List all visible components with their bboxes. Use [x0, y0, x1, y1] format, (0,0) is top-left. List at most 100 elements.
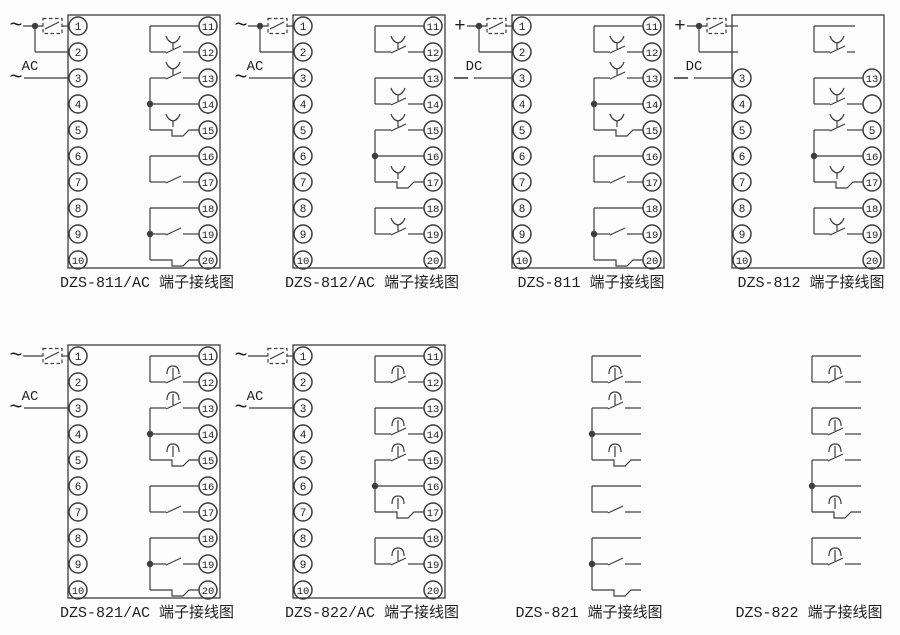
contact-group-3: [371, 113, 424, 189]
terminal-number: 17: [866, 178, 879, 190]
terminal-circle: [512, 94, 532, 114]
test-button-dashed-box: [267, 347, 288, 365]
delay-symbol-cup: [609, 35, 625, 44]
terminal-number: 4: [75, 430, 82, 442]
contact-group-4: [146, 537, 199, 597]
terminal-1: 1: [68, 346, 88, 366]
contact-blade: [609, 227, 626, 236]
terminal-number: 5: [869, 126, 876, 138]
terminal-circle: [68, 450, 88, 470]
terminal-circle: [862, 250, 882, 270]
terminal-17: 17: [198, 172, 218, 192]
terminal-16: 16: [198, 476, 218, 496]
delay-symbol-cap: [608, 443, 622, 453]
terminal-number: 16: [866, 152, 879, 164]
contact-group-1: [593, 25, 643, 54]
terminal-5: 5: [862, 120, 882, 140]
terminal-number: 20: [202, 256, 215, 268]
contact-nc-blade: [592, 459, 641, 467]
contact-group-4: [590, 207, 643, 267]
terminal-circle: [423, 580, 443, 600]
contact-blade: [607, 557, 624, 566]
terminal-3: 3: [512, 68, 532, 88]
terminal-14: 14: [642, 94, 662, 114]
terminal-6: 6: [512, 146, 532, 166]
terminal-circle: [293, 476, 313, 496]
terminal-number: 17: [202, 508, 215, 520]
terminal-circle: [68, 250, 88, 270]
terminal-circle: [732, 146, 752, 166]
terminal-number: 19: [427, 230, 440, 242]
terminal-circle: [293, 146, 313, 166]
terminal-11: 11: [423, 346, 443, 366]
terminal-number: 1: [300, 352, 307, 364]
terminal-14: 14: [423, 424, 443, 444]
terminal-number: 3: [300, 74, 307, 86]
delay-symbol-cap: [828, 443, 842, 453]
terminal-circle: [293, 372, 313, 392]
terminal-number: 11: [202, 22, 215, 34]
terminal-7: 7: [293, 502, 313, 522]
terminal-number: 8: [300, 534, 307, 546]
contact-blade: [609, 71, 626, 80]
terminal-20: 20: [642, 250, 662, 270]
contact-blade: [829, 227, 846, 236]
contact-blade: [827, 453, 844, 462]
delay-symbol-cap: [828, 417, 842, 427]
diagram-caption: DZS-812 端子接线图: [737, 274, 884, 292]
terminal-11: 11: [198, 346, 218, 366]
terminal-number: 20: [646, 256, 659, 268]
terminal-3: 3: [68, 398, 88, 418]
diagram-caption: DZS-821/AC 端子接线图: [60, 604, 234, 622]
terminal-number: 6: [75, 482, 82, 494]
diagram-caption: DZS-822 端子接线图: [735, 604, 882, 622]
contact-blade: [607, 505, 624, 514]
terminal-13: 13: [198, 68, 218, 88]
contact-group-2: [374, 407, 424, 436]
terminal-20: 20: [198, 250, 218, 270]
terminal-number: 19: [646, 230, 659, 242]
terminal-number: 18: [202, 204, 215, 216]
terminal-number: 18: [866, 204, 879, 216]
terminal-number: 10: [736, 256, 749, 268]
terminal-16: 16: [423, 146, 443, 166]
terminal-number: 7: [300, 178, 307, 190]
terminal-18: 18: [423, 528, 443, 548]
terminal-number: 12: [427, 378, 440, 390]
power-type-label: AC: [22, 389, 39, 405]
terminal-number: 7: [300, 508, 307, 520]
terminal-8: 8: [732, 198, 752, 218]
terminal-3: 3: [293, 68, 313, 88]
junction-dot: [810, 152, 818, 160]
terminal-number: 18: [646, 204, 659, 216]
contact-blade: [165, 227, 182, 236]
terminal-1: 1: [68, 16, 88, 36]
terminal-number: 5: [300, 456, 307, 468]
terminal-number: 16: [427, 152, 440, 164]
terminal-18: 18: [642, 198, 662, 218]
terminal-number: 9: [75, 230, 82, 242]
terminal-circle: [68, 528, 88, 548]
terminal-circle: [293, 94, 313, 114]
terminal-number: 16: [202, 152, 215, 164]
terminal-number: 7: [75, 178, 82, 190]
terminal-8: 8: [293, 198, 313, 218]
terminal-number: 8: [739, 204, 746, 216]
terminal-4: 4: [293, 94, 313, 114]
terminal-7: 7: [68, 502, 88, 522]
delay-symbol-cap: [166, 391, 180, 401]
diagram-dzs-812-ac: 1234567891011121314151617181920~AC~DZS-8…: [234, 14, 459, 293]
terminal-circle: [512, 172, 532, 192]
terminal-number: 6: [300, 152, 307, 164]
terminal-1: 1: [512, 16, 532, 36]
terminal-number: 20: [427, 256, 440, 268]
terminal-17: 17: [423, 172, 443, 192]
contact-nc-blade: [594, 259, 643, 267]
test-button-dashed-box: [42, 17, 63, 35]
contact-blade: [390, 123, 407, 132]
terminal-number: 6: [75, 152, 82, 164]
terminal-number: 7: [519, 178, 526, 190]
contact-group-3: [593, 155, 643, 184]
contact-blade: [827, 427, 844, 436]
